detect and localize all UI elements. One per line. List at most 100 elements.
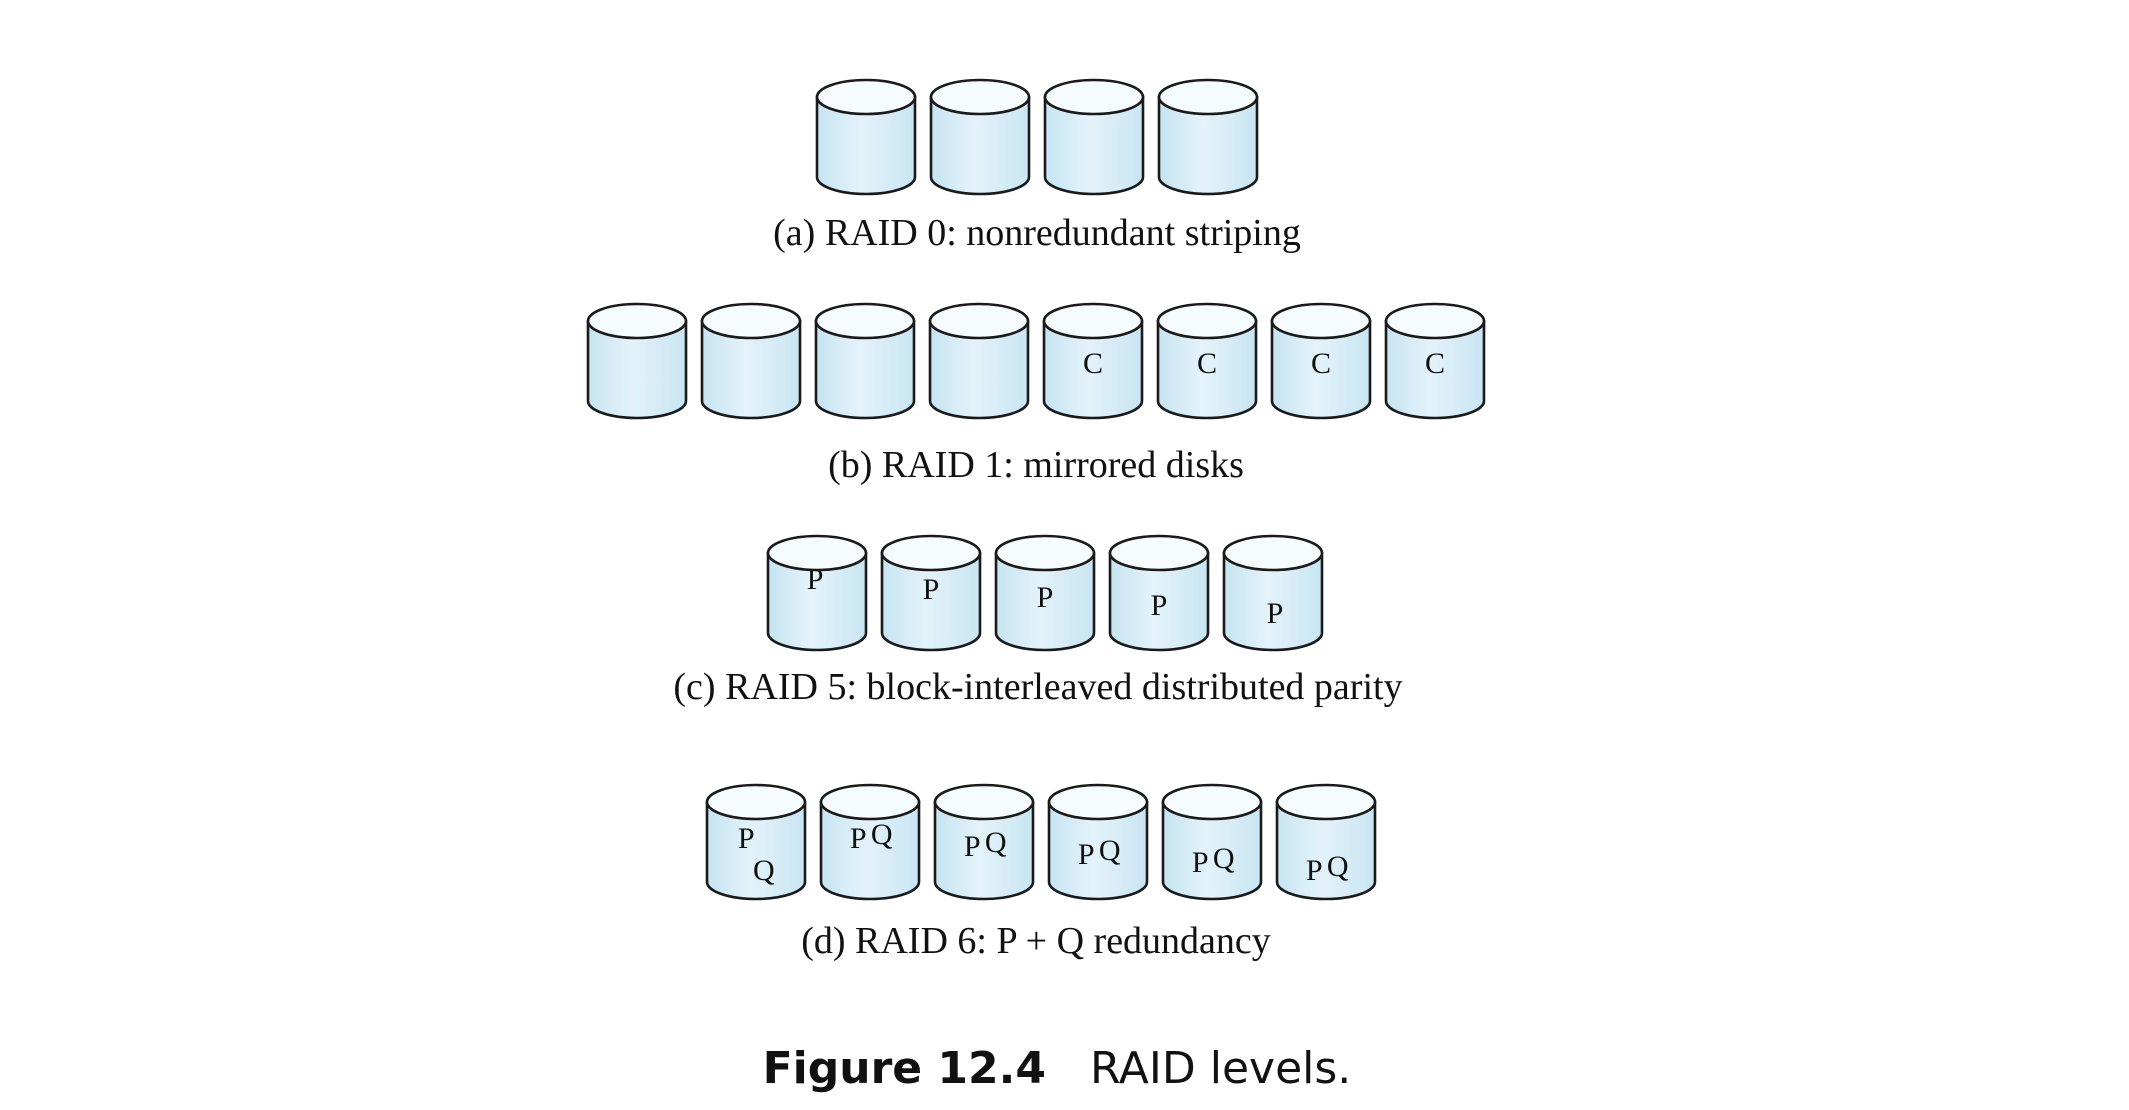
disk-label-p: P — [807, 563, 824, 596]
disk-top — [819, 783, 921, 821]
disk-raid1-6: C — [1156, 302, 1258, 420]
disk-label-c: C — [1425, 347, 1445, 380]
disk-label-p: P — [1078, 838, 1095, 871]
disk-raid5-5: P — [1222, 534, 1324, 652]
disk-label-p: P — [1306, 854, 1323, 887]
disk-label-c: C — [1083, 347, 1103, 380]
disk-body — [1108, 551, 1210, 652]
panel-raid5: P P P P P (c) RAID 5: block-interleaved dist… — [673, 534, 1403, 708]
disk-body — [1384, 319, 1486, 420]
caption-raid6: (d) RAID 6: P + Q redundancy — [801, 920, 1271, 962]
disk-raid1-8: C — [1384, 302, 1486, 420]
disk-label-p: P — [1192, 846, 1209, 879]
disk-label-c: C — [1197, 347, 1217, 380]
disk-label-q: Q — [871, 818, 893, 851]
figure-caption: Figure 12.4 RAID levels. — [763, 1043, 1352, 1094]
disk-label-q: Q — [1099, 834, 1121, 867]
disk-top — [1047, 783, 1149, 821]
disk-label-p: P — [1267, 597, 1284, 630]
disk-raid0-4 — [1157, 78, 1259, 196]
disk-label-q: Q — [985, 826, 1007, 859]
disk-body — [1043, 95, 1145, 196]
disk-top — [766, 534, 868, 572]
disk-raid5-4: P — [1108, 534, 1210, 652]
disk-top — [1042, 302, 1144, 340]
disk-raid1-4 — [928, 302, 1030, 420]
caption-raid1: (b) RAID 1: mirrored disks — [828, 444, 1244, 486]
disk-body — [1047, 800, 1149, 901]
disk-body — [1156, 319, 1258, 420]
disk-top — [1043, 78, 1145, 116]
disk-label-p: P — [923, 573, 940, 606]
disk-label-p: P — [738, 822, 755, 855]
disk-label-q: Q — [1327, 850, 1349, 883]
disk-raid1-1 — [586, 302, 688, 420]
disk-raid5-1: P — [766, 534, 868, 652]
disk-label-p: P — [964, 830, 981, 863]
disk-body — [1161, 800, 1263, 901]
disk-raid1-5: C — [1042, 302, 1144, 420]
disk-label-p: P — [1151, 589, 1168, 622]
disk-body — [819, 800, 921, 901]
disk-top — [1161, 783, 1263, 821]
disk-label-q: Q — [1213, 842, 1235, 875]
disk-top — [880, 534, 982, 572]
disk-body — [1157, 95, 1259, 196]
disk-row-raid5: P P P P P — [766, 534, 1324, 652]
disk-body — [700, 319, 802, 420]
disk-top — [929, 78, 1031, 116]
caption-raid0: (a) RAID 0: nonredundant striping — [773, 212, 1301, 254]
disk-raid5-3: P — [994, 534, 1096, 652]
panel-raid0: (a) RAID 0: nonredundant striping — [773, 78, 1301, 254]
disk-top — [815, 78, 917, 116]
disk-body — [586, 319, 688, 420]
disk-raid0-1 — [815, 78, 917, 196]
figure-title: RAID levels. — [1090, 1043, 1351, 1094]
disk-body — [994, 551, 1096, 652]
disk-raid0-3 — [1043, 78, 1145, 196]
disk-top — [1108, 534, 1210, 572]
disk-body — [815, 95, 917, 196]
disk-body — [929, 95, 1031, 196]
disk-body — [933, 800, 1035, 901]
disk-body — [1222, 551, 1324, 652]
disk-top — [1157, 78, 1259, 116]
disk-top — [1222, 534, 1324, 572]
figure-number: Figure 12.4 — [763, 1043, 1046, 1094]
disk-top — [1275, 783, 1377, 821]
disk-raid6-1: PQ — [705, 783, 807, 901]
disk-top — [814, 302, 916, 340]
disk-top — [1270, 302, 1372, 340]
disk-body — [928, 319, 1030, 420]
disk-top — [1384, 302, 1486, 340]
disk-raid0-2 — [929, 78, 1031, 196]
disk-body — [705, 800, 807, 901]
disk-raid5-2: P — [880, 534, 982, 652]
disk-top — [700, 302, 802, 340]
disk-top — [933, 783, 1035, 821]
disk-body — [880, 551, 982, 652]
disk-label-p: P — [1037, 581, 1054, 614]
panel-raid1: C C C C (b) RAID 1: mirrored disks — [586, 302, 1486, 486]
disk-row-raid0 — [815, 78, 1259, 196]
disk-body — [766, 551, 868, 652]
disk-label-q: Q — [753, 854, 775, 887]
disk-raid1-7: C — [1270, 302, 1372, 420]
disk-top — [705, 783, 807, 821]
disk-raid1-2 — [700, 302, 802, 420]
disk-body — [814, 319, 916, 420]
disk-label-c: C — [1311, 347, 1331, 380]
disk-body — [1275, 800, 1377, 901]
disk-top — [1156, 302, 1258, 340]
disk-raid1-3 — [814, 302, 916, 420]
caption-raid5: (c) RAID 5: block-interleaved distribute… — [673, 666, 1402, 708]
